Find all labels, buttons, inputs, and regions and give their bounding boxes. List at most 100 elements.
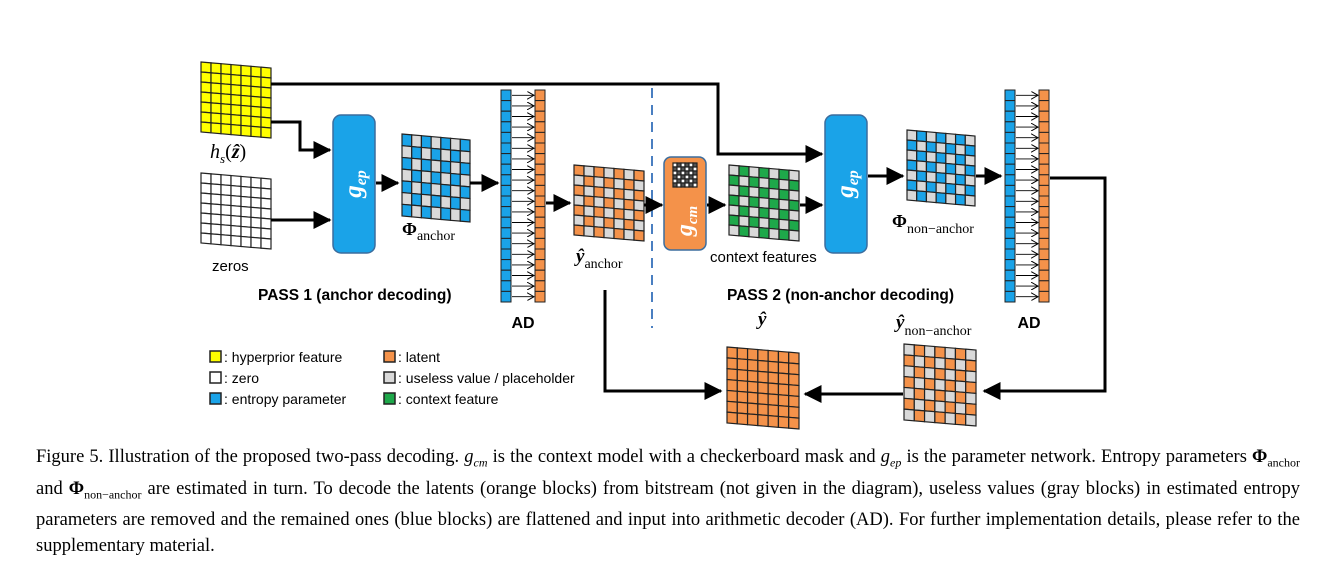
grid-cell bbox=[603, 196, 615, 210]
grid-cell bbox=[449, 172, 461, 187]
grid-cell bbox=[923, 345, 936, 359]
grid-cell bbox=[230, 83, 242, 97]
grid-cell bbox=[758, 206, 770, 220]
grid-cell bbox=[210, 213, 222, 226]
grid-cell bbox=[449, 149, 461, 164]
ad-latent-cell bbox=[534, 110, 546, 123]
ad-param-cell bbox=[1004, 131, 1016, 144]
grid-cell bbox=[935, 181, 947, 195]
grid-cell bbox=[916, 140, 928, 153]
grid-cell bbox=[250, 105, 262, 118]
grid-cell bbox=[903, 386, 915, 400]
grid-cell bbox=[945, 132, 957, 145]
ad-param-cell bbox=[500, 153, 512, 165]
grid-cell bbox=[944, 368, 957, 382]
grid-cell bbox=[240, 175, 252, 188]
legend-label: : entropy parameter bbox=[224, 391, 347, 407]
grid-cell bbox=[573, 214, 585, 227]
grid-cell bbox=[200, 232, 212, 245]
grid-cell bbox=[746, 358, 759, 372]
grid-cell bbox=[583, 215, 595, 228]
grid-cell bbox=[736, 358, 749, 372]
grid-cell bbox=[934, 345, 946, 359]
grid-cell bbox=[757, 403, 769, 417]
grid-cell bbox=[935, 131, 947, 145]
grid-cell bbox=[916, 190, 928, 203]
grid-cell bbox=[954, 153, 966, 166]
grid-cell bbox=[623, 198, 635, 211]
grid-cell bbox=[726, 346, 738, 360]
grid-cell bbox=[768, 187, 780, 200]
two-pass-decoding-diagram: gep gcm gep hs(ẑ) zeros Φanchor ŷanchor … bbox=[200, 61, 1107, 430]
grid-cell bbox=[220, 184, 232, 197]
grid-cell bbox=[726, 411, 738, 425]
grid-cell bbox=[906, 169, 918, 182]
ad-param-cell bbox=[500, 163, 512, 176]
grid-cell bbox=[220, 93, 232, 106]
grid-cell bbox=[260, 76, 272, 89]
grid-cell bbox=[603, 226, 615, 240]
grid-cell bbox=[623, 178, 635, 191]
grid-cell bbox=[401, 156, 413, 171]
grid-cell bbox=[925, 181, 937, 194]
grid-cell bbox=[788, 351, 800, 365]
grid-cell bbox=[420, 170, 432, 185]
ad-latent-cell bbox=[1038, 280, 1050, 292]
grid-cell bbox=[593, 176, 605, 189]
grid-cell bbox=[593, 186, 605, 199]
grid-cell bbox=[778, 188, 790, 201]
grid-cell bbox=[778, 168, 790, 181]
grid-cell bbox=[748, 206, 760, 219]
grid-cell bbox=[903, 408, 915, 422]
grid-cell bbox=[230, 174, 242, 188]
ad-label-1: AD bbox=[511, 315, 534, 332]
grid-cell bbox=[746, 391, 759, 405]
grid-cell bbox=[758, 186, 770, 200]
grid-cell bbox=[923, 399, 936, 413]
ad-param-cell bbox=[1004, 153, 1016, 165]
ad-latent-cell bbox=[534, 153, 546, 165]
grid-cell bbox=[916, 130, 928, 143]
grid-cell bbox=[728, 194, 740, 207]
grid-cell bbox=[934, 400, 946, 414]
ad-param-cell bbox=[500, 248, 512, 261]
grid-cell bbox=[593, 196, 605, 209]
grid-cell bbox=[200, 172, 212, 185]
grid-cell bbox=[965, 348, 977, 362]
grid-cell bbox=[633, 209, 645, 222]
grid-cell bbox=[777, 404, 790, 418]
grid-cell bbox=[788, 373, 800, 387]
grid-cell bbox=[220, 234, 232, 247]
ad-latent-cell bbox=[534, 237, 546, 250]
grid-cell bbox=[573, 224, 585, 237]
grid-cell bbox=[788, 384, 800, 398]
ad-param-cell bbox=[1004, 269, 1016, 282]
grid-cell bbox=[913, 344, 926, 358]
grid-cell bbox=[230, 73, 242, 87]
flow-arrows bbox=[271, 82, 1107, 403]
grid-cell bbox=[210, 102, 222, 115]
grid-cell bbox=[925, 161, 937, 174]
grid-cell bbox=[210, 173, 222, 186]
grid-cell bbox=[738, 225, 750, 238]
grid-cell bbox=[903, 354, 915, 368]
grid-cell bbox=[210, 183, 222, 196]
grid-cell bbox=[430, 206, 442, 221]
ad-param-cell bbox=[1004, 89, 1016, 102]
ad-param-cell bbox=[500, 280, 512, 292]
ad-param-cell bbox=[1004, 184, 1016, 197]
phi-nonanchor-grid bbox=[906, 129, 976, 207]
grid-cell bbox=[210, 62, 222, 75]
grid-cell bbox=[758, 216, 770, 230]
grid-cell bbox=[738, 165, 750, 178]
grid-cell bbox=[736, 401, 749, 415]
grid-cell bbox=[401, 168, 413, 183]
grid-cell bbox=[923, 377, 936, 391]
ad-param-cell bbox=[500, 237, 512, 250]
grid-cell bbox=[788, 219, 800, 232]
grid-cell bbox=[954, 193, 966, 206]
ad-latent-cell bbox=[1038, 237, 1050, 250]
ad-latent-cell bbox=[1038, 131, 1050, 144]
grid-cell bbox=[768, 227, 780, 240]
grid-cell bbox=[260, 86, 272, 99]
